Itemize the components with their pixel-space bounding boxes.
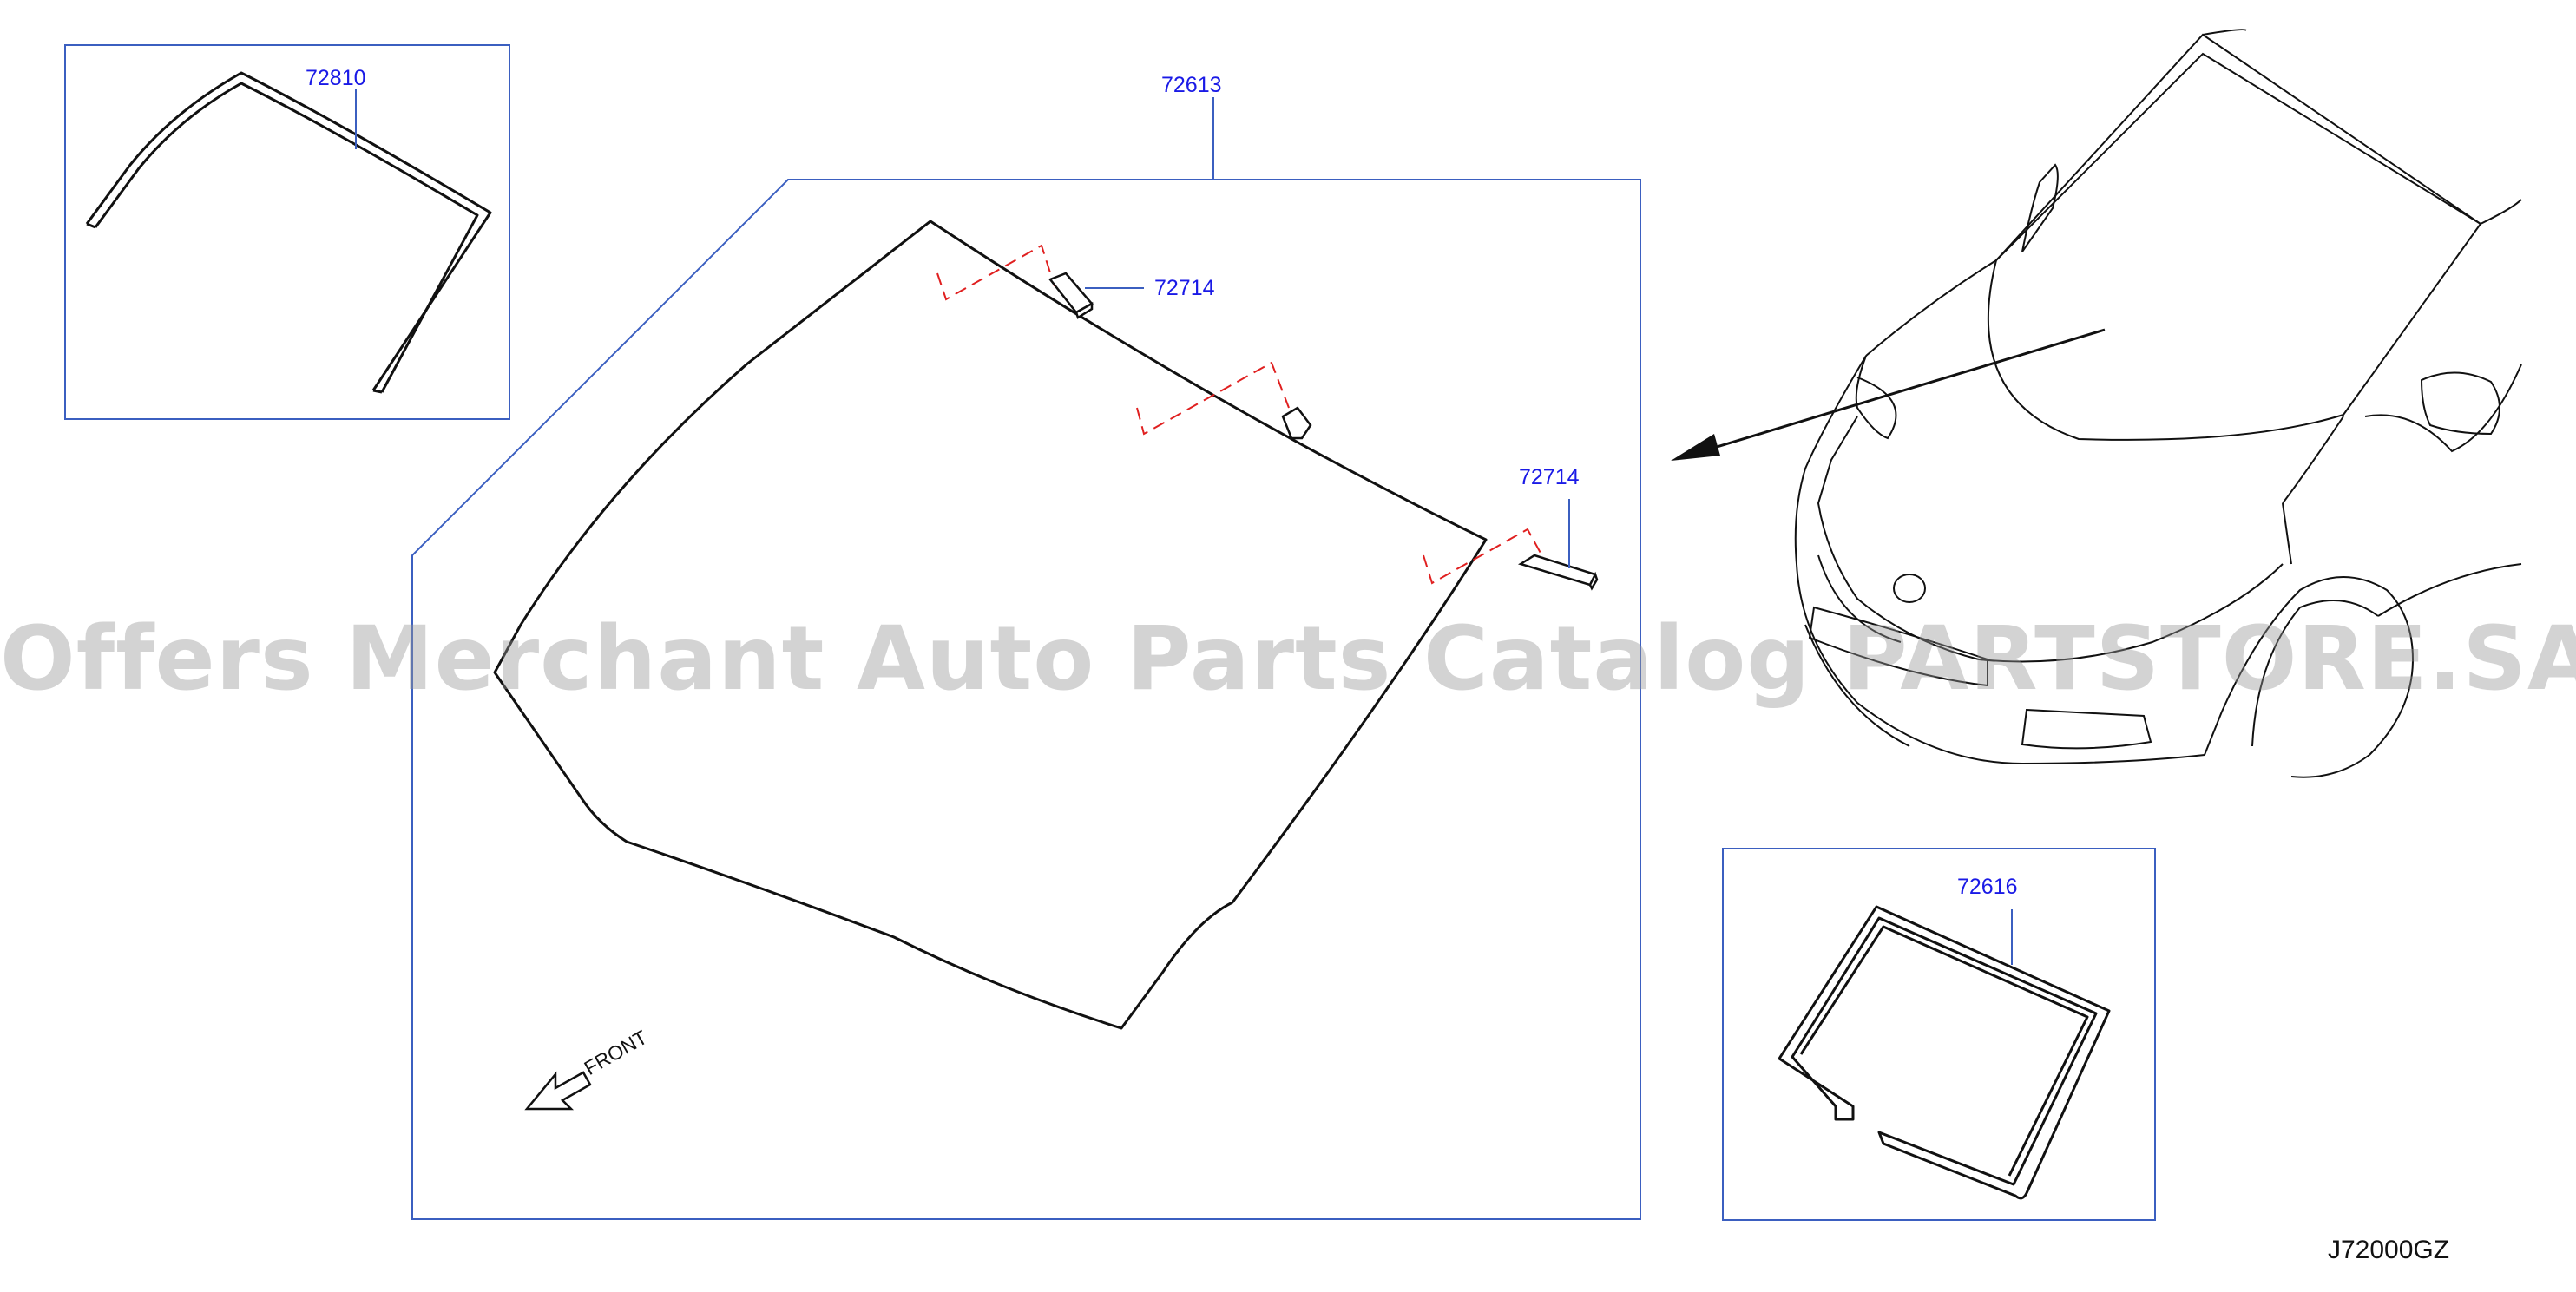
- moulding-inset-frame: [64, 44, 510, 420]
- direction-arrow: [1687, 328, 2106, 457]
- diagram-code: J72000GZ: [2328, 1236, 2450, 1264]
- callout-72714-right[interactable]: 72714: [1519, 465, 1580, 489]
- watermark: Offers Merchant Auto Parts Catalog PARTS…: [0, 607, 2576, 711]
- clip-location-leaders: [936, 244, 1548, 585]
- dam-rubber-inset-frame: [1722, 848, 2156, 1221]
- clip-middle-part: [1281, 406, 1312, 440]
- windshield-frame: [411, 179, 1641, 1220]
- clip-right-part: [1517, 554, 1599, 591]
- callout-72613[interactable]: 72613: [1161, 73, 1222, 97]
- direction-arrowhead-icon: [1671, 434, 1720, 461]
- car-illustration: [1794, 29, 2522, 778]
- front-arrow-icon: [524, 1071, 592, 1111]
- callout-72616[interactable]: 72616: [1957, 875, 2018, 899]
- dam-rubber-part: [1778, 905, 2111, 1200]
- callout-72714-upper[interactable]: 72714: [1154, 276, 1215, 300]
- clip-upper-part: [1048, 272, 1094, 319]
- moulding-part: [85, 71, 492, 394]
- callout-72810[interactable]: 72810: [306, 66, 366, 90]
- windshield-glass: [493, 220, 1488, 1030]
